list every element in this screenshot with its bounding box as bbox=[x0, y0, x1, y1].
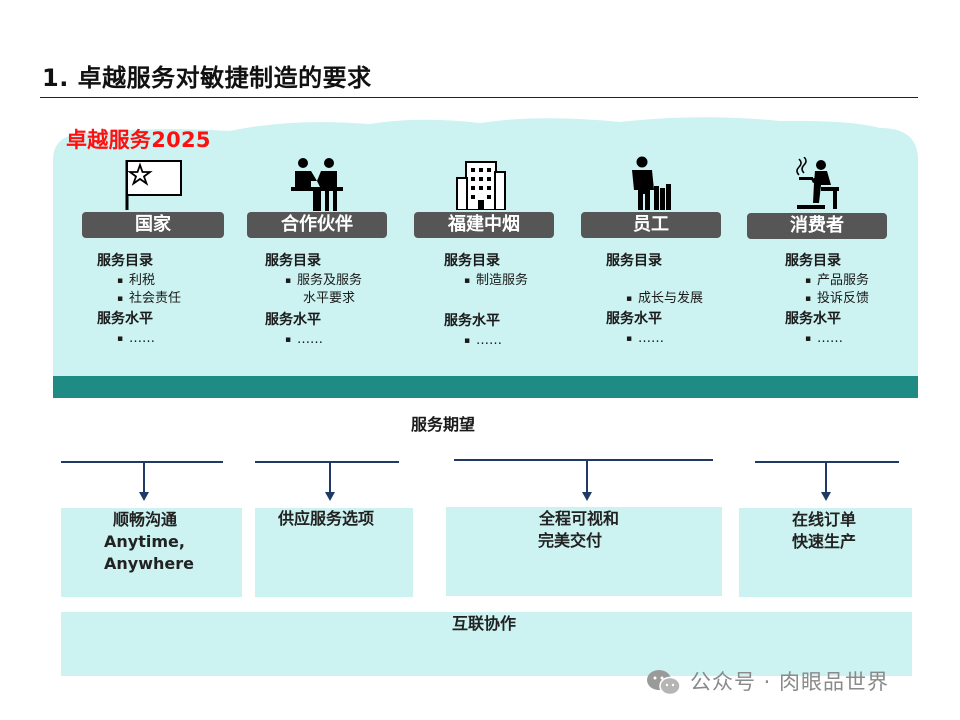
connector-line bbox=[61, 461, 223, 463]
catalog-heading: 服务目录 bbox=[785, 253, 841, 269]
catalog-item: 制造服务 bbox=[444, 272, 584, 290]
service-level-item: …… bbox=[97, 330, 237, 348]
expectation-box-online-orders: 在线订单 快速生产 bbox=[739, 508, 912, 597]
expectation-text: 供应服务选项 bbox=[278, 509, 375, 528]
catalog-heading: 服务目录 bbox=[606, 253, 662, 269]
catalog-item: 利税 bbox=[97, 272, 237, 290]
expectation-text: 快速生产 bbox=[791, 532, 856, 551]
stakeholder-details-consumers: 服务目录 产品服务 投诉反馈 服务水平 …… bbox=[785, 252, 915, 348]
expectation-box-supply-options: 供应服务选项 bbox=[255, 508, 413, 597]
title-divider bbox=[40, 97, 918, 98]
wechat-icon bbox=[647, 670, 681, 696]
employee-icon bbox=[632, 156, 671, 210]
expectation-box-visibility: 全程可视和 完美交付 bbox=[446, 507, 722, 596]
stakeholder-details-country: 服务目录 利税 社会责任 服务水平 …… bbox=[97, 252, 237, 348]
service-level-heading: 服务水平 bbox=[606, 311, 662, 327]
service-level-item: …… bbox=[606, 330, 746, 348]
connector-line bbox=[255, 461, 399, 463]
expectation-text: 完美交付 bbox=[537, 531, 602, 550]
down-arrow-icon bbox=[139, 462, 149, 501]
catalog-item: 成长与发展 bbox=[606, 290, 746, 308]
expectation-box-communication: 顺畅沟通 Anytime, Anywhere bbox=[61, 508, 242, 597]
consumer-icon bbox=[796, 157, 839, 209]
flag-icon bbox=[125, 160, 182, 210]
catalog-heading: 服务目录 bbox=[97, 253, 153, 269]
watermark-text: 公众号 · 肉眼品世界 bbox=[690, 670, 890, 694]
catalog-item: 产品服务 bbox=[785, 272, 915, 290]
catalog-item: 社会责任 bbox=[97, 290, 237, 308]
stakeholder-pill-country: 国家 bbox=[82, 212, 224, 238]
collaboration-text: 互联协作 bbox=[451, 614, 516, 633]
service-level-item: …… bbox=[785, 330, 915, 348]
service-level-heading: 服务水平 bbox=[97, 311, 153, 327]
service-level-heading: 服务水平 bbox=[265, 312, 321, 328]
page-title: 1. 卓越服务对敏捷制造的要求 bbox=[42, 64, 372, 92]
expectation-text: 在线订单 bbox=[791, 510, 856, 529]
connector-line bbox=[454, 459, 713, 461]
catalog-heading: 服务目录 bbox=[265, 253, 321, 269]
stakeholder-pill-employees: 员工 bbox=[581, 212, 721, 238]
down-arrow-icon bbox=[821, 462, 831, 501]
service-level-item: …… bbox=[265, 331, 405, 349]
teal-band bbox=[53, 376, 918, 398]
stakeholder-details-partners: 服务目录 服务及服务 水平要求 服务水平 …… bbox=[265, 252, 405, 349]
catalog-item-continued: 水平要求 bbox=[303, 291, 356, 306]
collaboration-box: 互联协作 bbox=[61, 612, 912, 676]
expectation-text: 顺畅沟通 bbox=[113, 510, 178, 529]
stakeholder-details-company: 服务目录 制造服务 服务水平 …… bbox=[444, 252, 584, 350]
catalog-item: 投诉反馈 bbox=[785, 290, 915, 308]
stakeholder-pill-consumers: 消费者 bbox=[747, 213, 887, 239]
service-expectation-label: 服务期望 bbox=[411, 415, 476, 434]
catalog-item: 服务及服务 bbox=[265, 272, 405, 290]
down-arrow-icon bbox=[325, 462, 335, 501]
service-level-heading: 服务水平 bbox=[785, 311, 841, 327]
stakeholder-pill-company: 福建中烟 bbox=[414, 212, 554, 238]
brand-title: 卓越服务2025 bbox=[66, 128, 211, 152]
catalog-heading: 服务目录 bbox=[444, 253, 500, 269]
service-level-heading: 服务水平 bbox=[444, 313, 500, 329]
partners-icon bbox=[291, 158, 343, 211]
building-icon bbox=[456, 161, 506, 210]
stakeholder-details-employees: 服务目录 成长与发展 服务水平 …… bbox=[606, 252, 746, 348]
stakeholder-pill-partners: 合作伙伴 bbox=[247, 212, 387, 238]
expectation-text: Anytime, bbox=[104, 532, 185, 551]
expectation-text: Anywhere bbox=[104, 554, 194, 573]
down-arrow-icon bbox=[582, 460, 592, 501]
service-level-item: …… bbox=[444, 332, 584, 350]
expectation-text: 全程可视和 bbox=[538, 509, 619, 528]
